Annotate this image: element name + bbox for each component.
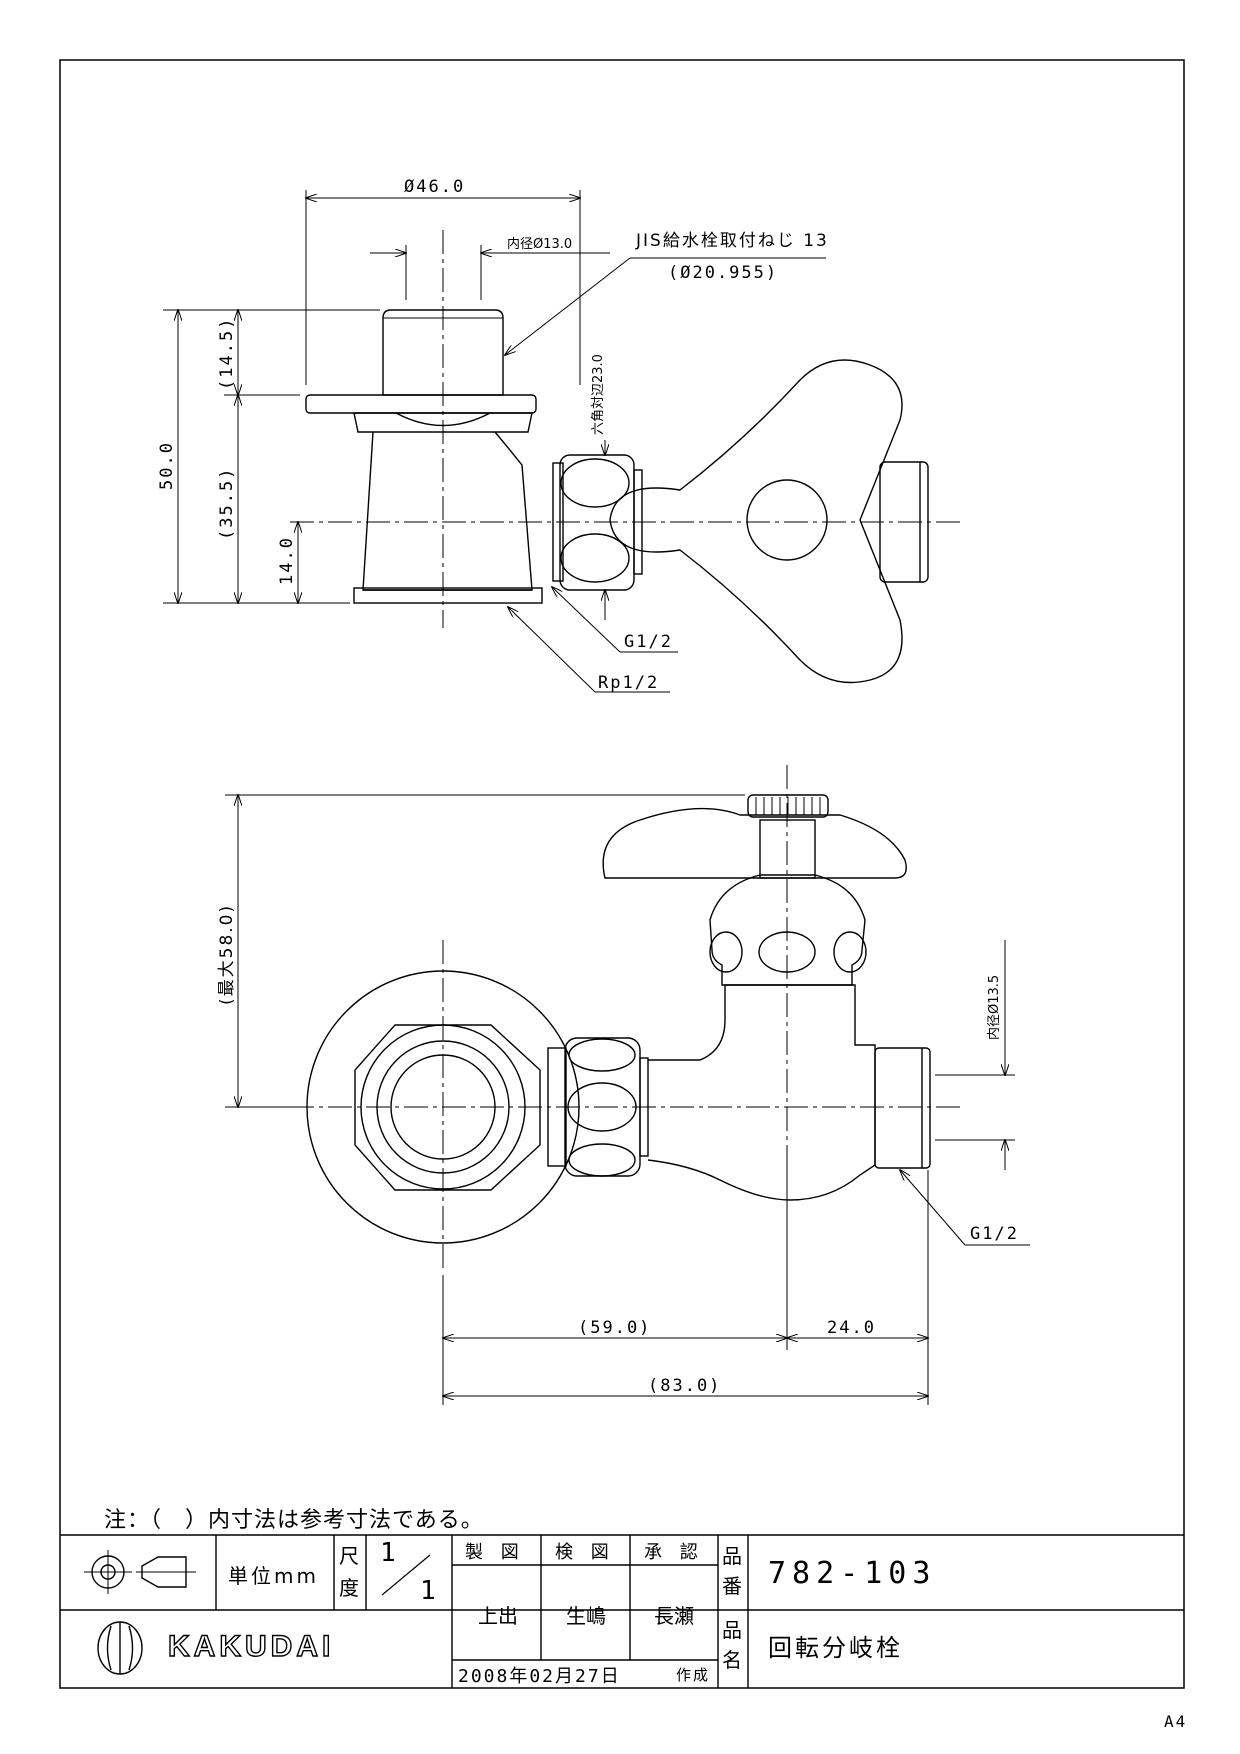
reference-note: 注：（ ）内寸法は参考寸法である。 xyxy=(104,1508,484,1533)
scale-numerator: 1 xyxy=(380,1538,396,1568)
front-outlet xyxy=(874,1047,931,1169)
approved-header: 承 認 xyxy=(644,1542,704,1563)
top-flange xyxy=(305,394,537,414)
top-bottom-plate xyxy=(353,587,543,604)
dim-left-length: (59.0) xyxy=(578,1318,651,1338)
dim-top-height: (14.5) xyxy=(217,317,237,390)
title-block xyxy=(60,1534,1184,1688)
dim-max-height: (最大58.0) xyxy=(217,904,237,1005)
scale-label-2: 度 xyxy=(339,1576,359,1600)
dim-right-length: 24.0 xyxy=(827,1318,876,1338)
drawing-date-suffix: 作成 xyxy=(676,1666,711,1684)
sheet-size: A4 xyxy=(1164,1712,1188,1731)
checked-header: 検 図 xyxy=(555,1542,615,1563)
checked-by: 生嶋 xyxy=(566,1604,606,1628)
front-view xyxy=(225,765,1030,1405)
thread-callout: JIS給水栓取付ねじ 13 xyxy=(635,231,829,251)
approved-by: 長瀬 xyxy=(654,1604,694,1628)
outlet-thread-label: G1/2 xyxy=(624,632,673,652)
company-name: KAKUDAI xyxy=(167,1629,335,1663)
scale-label-1: 尺 xyxy=(339,1544,359,1568)
dim-inner-diameter: 内径Ø13.0 xyxy=(507,236,572,252)
part-number: 782-103 xyxy=(768,1556,937,1591)
front-handle xyxy=(602,807,907,879)
front-flange-disk xyxy=(306,970,580,1244)
dim-outlet-inner-diameter: 内径Ø13.5 xyxy=(986,975,1002,1040)
part-no-label-2: 番 xyxy=(722,1574,742,1598)
thread-diameter: (Ø20.955) xyxy=(668,263,778,283)
dim-outer-diameter: Ø46.0 xyxy=(404,177,465,197)
top-body xyxy=(362,431,533,591)
scale-denominator: 1 xyxy=(420,1576,436,1606)
part-name-label-1: 品 xyxy=(722,1618,742,1642)
part-no-label-1: 品 xyxy=(722,1544,742,1568)
drawn-by: 上出 xyxy=(478,1604,518,1628)
dim-mid-height: (35.5) xyxy=(217,467,237,540)
front-pipe-body xyxy=(647,984,876,1201)
dim-total-length: (83.0) xyxy=(648,1376,721,1396)
part-name: 回転分岐栓 xyxy=(768,1634,903,1662)
unit-label: 単位mm xyxy=(228,1564,319,1588)
inlet-thread-label: Rp1/2 xyxy=(598,673,659,693)
top-outlet xyxy=(879,461,929,583)
top-hex-nut xyxy=(353,412,533,433)
sheet-border xyxy=(59,59,1185,1689)
projection-symbol-cone xyxy=(141,1556,187,1588)
part-name-label-2: 名 xyxy=(722,1648,742,1672)
dim-total-height: 50.0 xyxy=(157,441,177,490)
drawing-date: 2008年02月27日 xyxy=(458,1666,621,1687)
top-handle-center xyxy=(746,479,828,561)
dim-low-height: 14.0 xyxy=(277,536,297,585)
drawn-header: 製 図 xyxy=(465,1542,525,1563)
dim-hex-size: 六角対辺23.0 xyxy=(591,354,606,435)
front-knob xyxy=(747,794,829,818)
front-hex-nut xyxy=(354,1024,541,1191)
top-handle xyxy=(609,359,903,684)
top-view xyxy=(163,190,960,693)
front-outlet-thread-label: G1/2 xyxy=(970,1224,1019,1244)
